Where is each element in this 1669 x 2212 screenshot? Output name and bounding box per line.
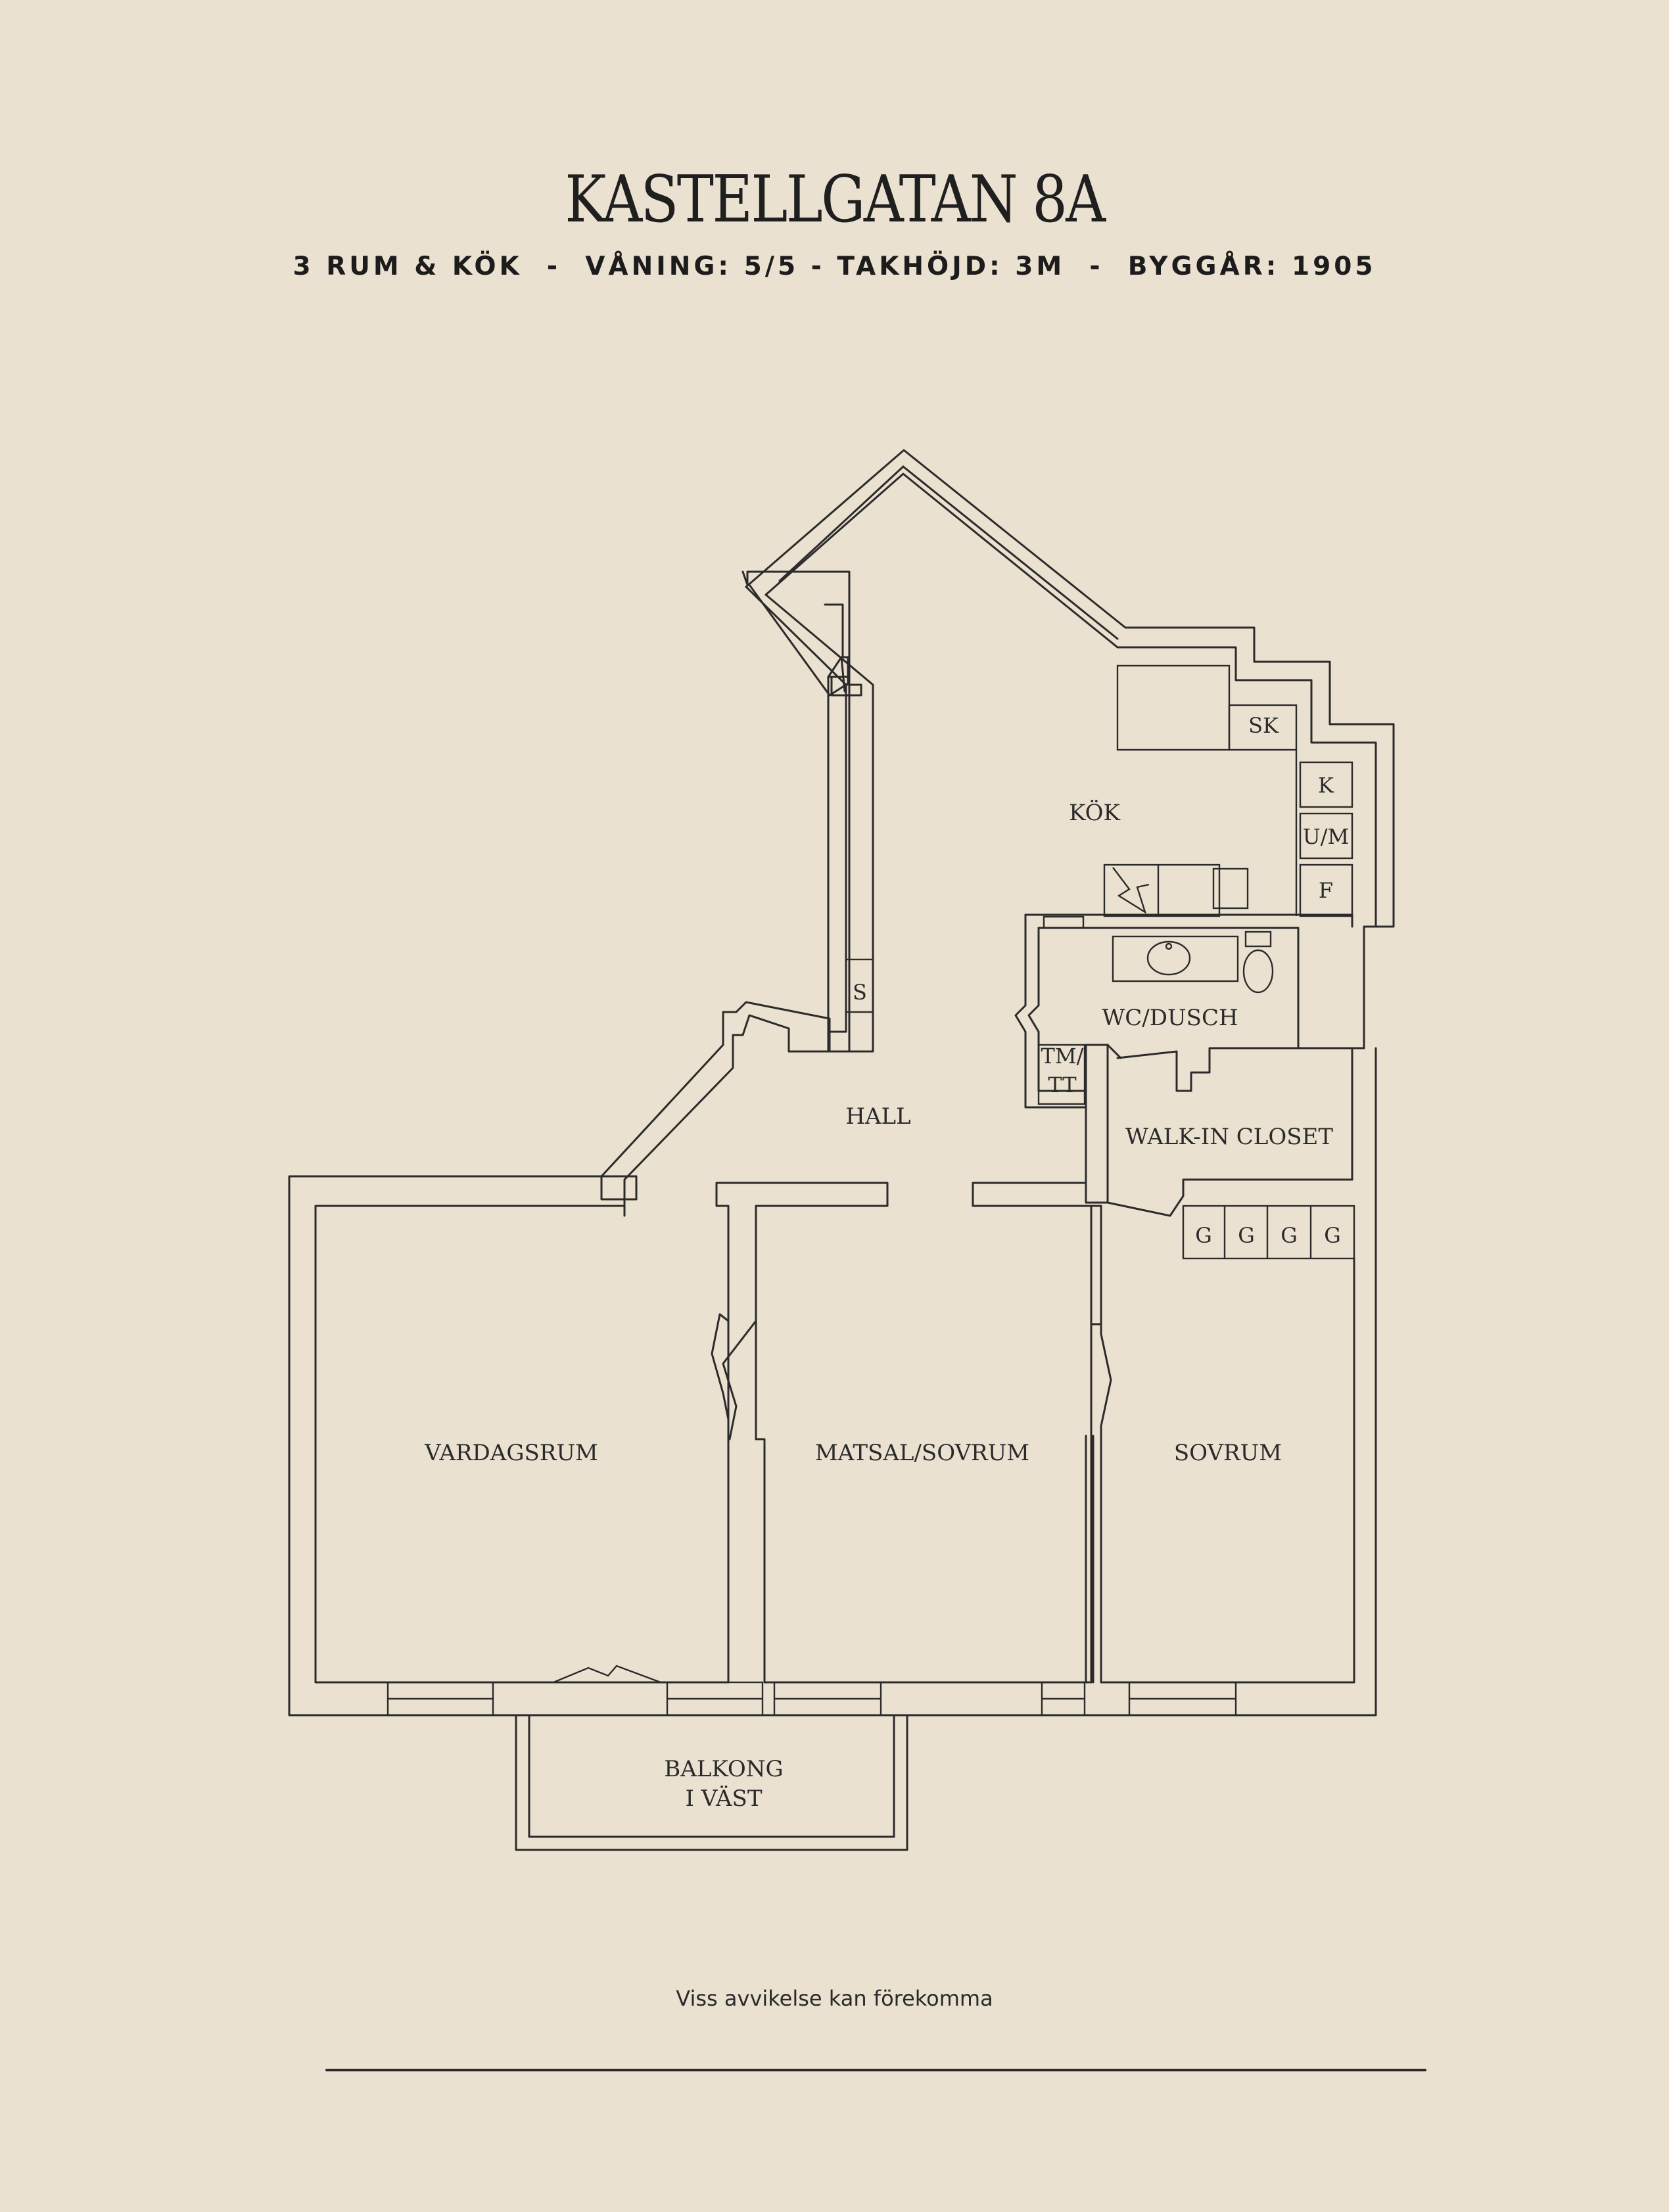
label-k: K <box>1318 773 1334 798</box>
label-s: S <box>853 980 867 1005</box>
room-label-vardagsrum: VARDAGSRUM <box>424 1440 598 1466</box>
balcony-walls <box>515 1714 908 1851</box>
label-um: U/M <box>1303 824 1350 849</box>
kitchen-counters <box>1103 664 1353 917</box>
walk-in-closet-walls <box>1085 1044 1355 1260</box>
kitchen-wing-walls <box>745 449 1395 1053</box>
label-sk: SK <box>1248 713 1279 738</box>
divider <box>325 2069 1426 2071</box>
label-f: F <box>1319 878 1333 903</box>
windows <box>387 1665 1237 1717</box>
property-facts: 3 RUM & KÖK - VÅNING: 5/5 - TAKHÖJD: 3M … <box>293 252 1376 281</box>
label-g-4: G <box>1324 1223 1341 1248</box>
room-label-hall: HALL <box>845 1103 910 1130</box>
room-label-wc: WC/DUSCH <box>1102 1005 1238 1031</box>
storage-blocks <box>845 958 1086 1105</box>
room-label-kok: KÖK <box>1069 799 1120 826</box>
label-g-2: G <box>1238 1223 1255 1248</box>
page-title: KASTELLGATAN 8A <box>565 162 1106 237</box>
room-label-sovrum: SOVRUM <box>1174 1440 1282 1466</box>
room-label-matsal: MATSAL/SOVRUM <box>815 1440 1029 1466</box>
label-tt: TT <box>1048 1072 1077 1097</box>
outer-walls <box>741 570 862 1053</box>
label-tm: TM/ <box>1041 1044 1084 1069</box>
label-g-3: G <box>1281 1223 1298 1248</box>
room-label-closet: WALK-IN CLOSET <box>1125 1124 1333 1150</box>
disclaimer: Viss avvikelse kan förekomma <box>676 1986 993 2011</box>
main-room-walls <box>288 1047 1377 1717</box>
room-label-balkong-sub: I VÄST <box>685 1786 762 1812</box>
label-g-1: G <box>1195 1223 1212 1248</box>
room-label-balkong: BALKONG <box>664 1756 783 1782</box>
bathroom-walls <box>1014 913 1365 1109</box>
